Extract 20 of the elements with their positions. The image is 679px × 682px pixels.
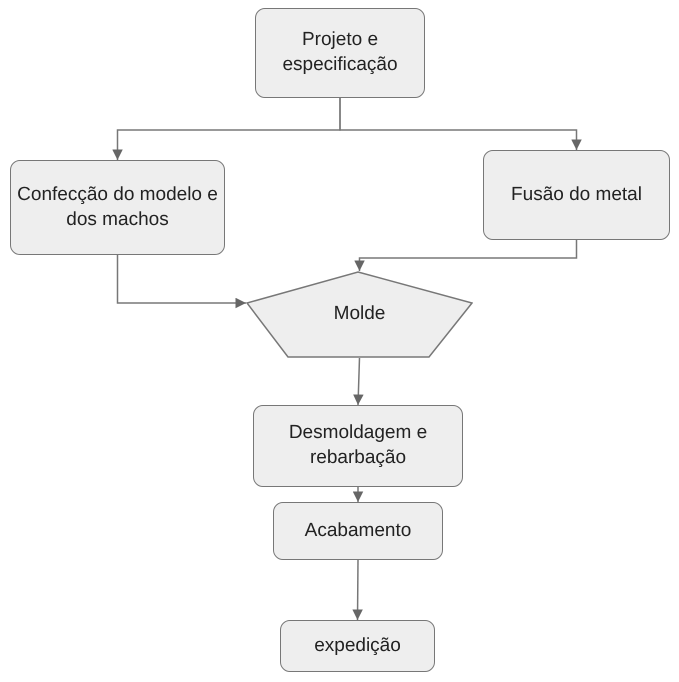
node-label: Confecção do modelo e dos machos bbox=[17, 182, 218, 232]
arrow bbox=[339, 98, 582, 150]
process-box bbox=[483, 150, 670, 240]
arrow bbox=[354, 240, 578, 271]
node-label: Acabamento bbox=[304, 518, 412, 543]
process-box bbox=[280, 620, 435, 672]
node-label: expedição bbox=[314, 634, 401, 658]
arrow bbox=[352, 560, 363, 620]
arrow bbox=[116, 255, 246, 308]
process-box bbox=[10, 160, 225, 255]
node-label: Projeto e especificação bbox=[281, 28, 399, 77]
node-label: Molde bbox=[334, 302, 386, 326]
arrow bbox=[352, 487, 364, 502]
process-box bbox=[273, 502, 443, 560]
pentagon-shape bbox=[246, 271, 473, 358]
node-label: Fusão do metal bbox=[511, 182, 642, 207]
process-box bbox=[255, 8, 425, 98]
node-label: Desmoldagem e rebarbação bbox=[288, 421, 428, 470]
arrow bbox=[353, 358, 364, 406]
process-box bbox=[253, 405, 463, 487]
